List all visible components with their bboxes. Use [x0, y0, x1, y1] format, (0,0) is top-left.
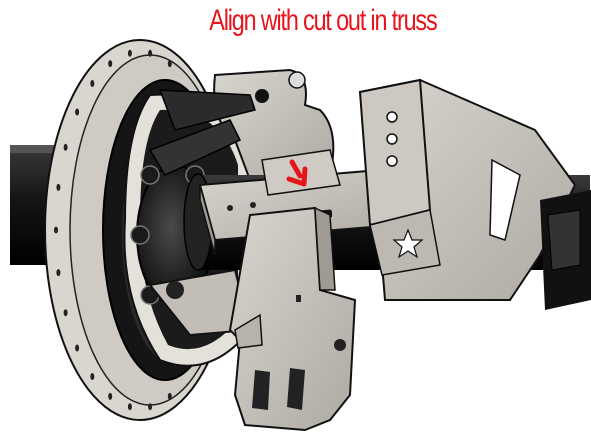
drop-bracket [228, 206, 357, 432]
drill-hole [167, 60, 172, 68]
drill-hole [54, 226, 58, 234]
drill-hole [63, 309, 68, 317]
lug-nut [130, 225, 150, 245]
drill-hole [75, 344, 80, 352]
drill-hole [90, 80, 95, 87]
annotation-caption: Align with cut out in truss [209, 4, 437, 37]
rotor-drill-holes [54, 49, 172, 411]
drill-hole [148, 403, 153, 411]
lug-nut [140, 165, 160, 185]
drill-hole [127, 49, 132, 57]
drill-hole [167, 392, 172, 400]
brake-caliper [148, 68, 335, 182]
drill-hole [56, 269, 61, 277]
down-arrow-icon [286, 159, 308, 187]
drill-hole [56, 183, 61, 191]
drill-hole [63, 143, 68, 151]
drill-hole [108, 60, 113, 68]
truss-side-plate [358, 78, 591, 310]
star-logo-cutout-icon [392, 228, 424, 259]
drill-hole [75, 108, 80, 116]
drill-hole [108, 392, 113, 400]
drill-hole [127, 403, 132, 411]
drill-hole [90, 373, 95, 380]
drill-hole [148, 49, 153, 57]
